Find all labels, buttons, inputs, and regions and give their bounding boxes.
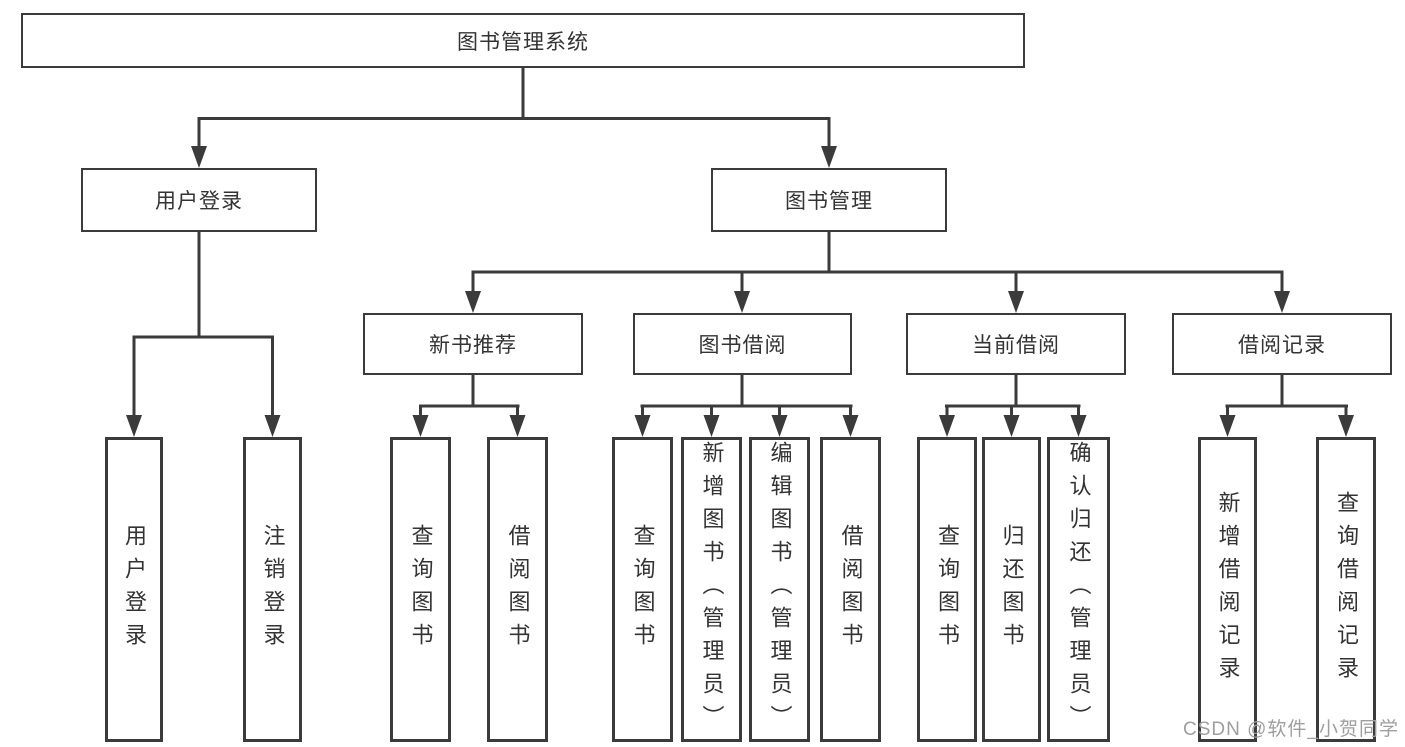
leaf-add-borrow-record-label: 新增借阅记录 [1215,490,1241,689]
leaf-query-books-current-label: 查询图书 [935,523,960,656]
leaf-query-borrow-record: 查询借阅记录 [1316,437,1376,742]
node-new-book-recommend: 新书推荐 [363,313,583,375]
leaf-query-books-borrow: 查询图书 [612,437,673,742]
node-book-borrowing: 图书借阅 [633,313,852,375]
leaf-return-book-label: 归还图书 [999,523,1025,656]
node-root: 图书管理系统 [21,13,1025,68]
leaf-edit-book-admin: 编辑图书（管理员） [749,437,810,742]
leaf-query-borrow-record-label: 查询借阅记录 [1334,490,1359,689]
node-book-management-label: 图书管理 [785,190,873,213]
leaf-user-login-label: 用户登录 [122,523,147,656]
leaf-add-book-admin: 新增图书（管理员） [681,437,742,742]
leaf-borrow-books: 借阅图书 [820,437,881,742]
node-book-borrowing-label: 图书借阅 [698,334,787,357]
node-book-management: 图书管理 [711,168,947,232]
csdn-watermark: CSDN @软件_小贺同学 [1183,719,1399,740]
node-user-login: 用户登录 [81,168,317,232]
leaf-query-books-borrow-label: 查询图书 [630,523,656,656]
leaf-add-borrow-record: 新增借阅记录 [1198,437,1257,742]
node-borrowing-records: 借阅记录 [1172,313,1392,375]
leaf-borrow-books-recommend-label: 借阅图书 [505,523,531,656]
node-current-borrowing-label: 当前借阅 [972,334,1060,357]
leaf-confirm-return-admin: 确认归还（管理员） [1047,437,1110,742]
node-root-label: 图书管理系统 [457,30,589,54]
leaf-borrow-books-recommend: 借阅图书 [487,437,548,742]
leaf-logout: 注销登录 [243,437,302,742]
leaf-query-books-recommend-label: 查询图书 [408,523,434,656]
node-borrowing-records-label: 借阅记录 [1238,334,1326,357]
leaf-edit-book-admin-label: 编辑图书（管理员） [767,441,793,738]
leaf-confirm-return-admin-label: 确认归还（管理员） [1066,441,1092,738]
leaf-add-book-admin-label: 新增图书（管理员） [699,441,725,738]
leaf-query-books-recommend: 查询图书 [390,437,451,742]
node-user-login-label: 用户登录 [155,190,243,213]
node-current-borrowing: 当前借阅 [906,313,1126,375]
leaf-query-books-current: 查询图书 [917,437,977,742]
leaf-user-login: 用户登录 [105,437,163,742]
leaf-return-book: 归还图书 [982,437,1041,742]
node-new-book-recommend-label: 新书推荐 [429,334,517,357]
leaf-logout-label: 注销登录 [260,523,286,656]
leaf-borrow-books-label: 借阅图书 [838,523,864,656]
